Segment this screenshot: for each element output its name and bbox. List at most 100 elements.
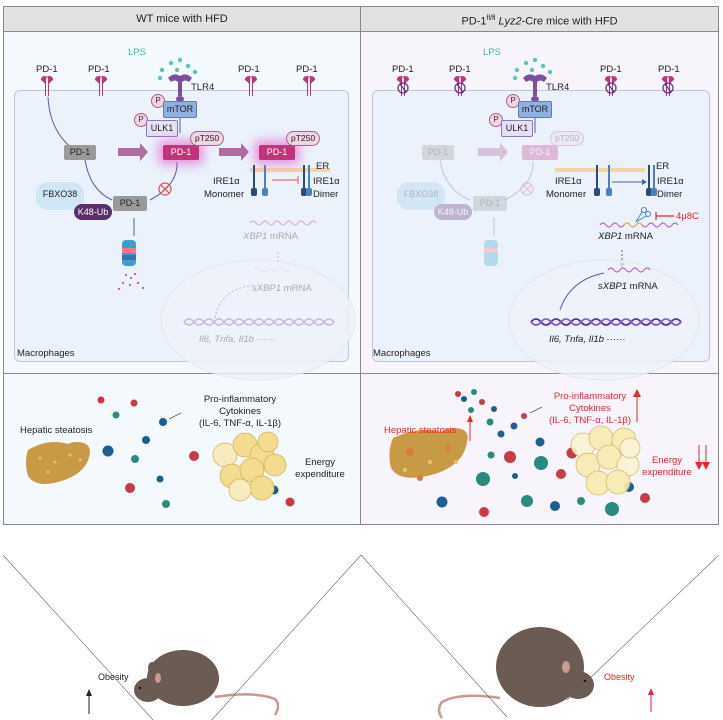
increase-arrow-icon [648, 688, 654, 695]
lps-label: LPS [128, 47, 146, 58]
xbp1-mrna-label: XBP1 mRNA [598, 231, 653, 242]
increase-arrow-icon [633, 389, 641, 397]
zoom-connector-lines [2, 554, 720, 720]
pd1-receptor-label: PD-1 [392, 64, 414, 75]
pd1-er-box: PD-1 [259, 145, 295, 160]
mtor-box: mTOR [163, 101, 197, 118]
k48-ub-shape: K48-Ub [434, 204, 472, 220]
phosphorylation-arrow-icon [118, 143, 148, 161]
dna-icon [530, 318, 682, 326]
monomer-label: Monomer [204, 189, 245, 200]
er-membrane [250, 168, 330, 172]
er-label: ER [656, 161, 670, 172]
ire1-monomer-label: IRE1α [555, 176, 582, 187]
sxbp1-mrna-label: sXBP1 mRNA [252, 283, 312, 294]
xbp1-mrna-icon [249, 220, 317, 226]
pd1-degradation-box: PD-1 [473, 196, 507, 211]
mtor-box: mTOR [518, 101, 552, 118]
tlr4-label: TLR4 [191, 82, 215, 93]
inactive-pd1-pathway [439, 143, 534, 266]
pd1-receptor-label: PD-1 [296, 64, 318, 75]
ire1-dimer-icon [301, 165, 312, 196]
adipose-tissue-icon [212, 431, 287, 502]
obesity-label: Obesity [604, 672, 635, 682]
ire1-dimer-label: IRE1α [657, 176, 684, 187]
liver-icon [389, 428, 468, 481]
pd1-receptor-label: PD-1 [36, 64, 58, 75]
wt-panel-title: WT mice with HFD [4, 7, 360, 32]
k48-ub-shape: K48-Ub [74, 204, 112, 220]
dna-icon [183, 318, 335, 326]
pd1-receptor-label: PD-1 [88, 64, 110, 75]
macrophages-label: Macrophages [17, 348, 75, 359]
pd1-degradation-box: PD-1 [113, 196, 147, 211]
pd1-knockout-receptor-icon [454, 76, 466, 96]
pd1-receptor-label: PD-1 [658, 64, 680, 75]
ire1-monomer-label: IRE1α [213, 176, 240, 187]
hepatic-steatosis-label: Hepatic steatosis [384, 425, 457, 436]
dimer-label: Dimer [657, 189, 683, 200]
macrophages-label: Macrophages [373, 348, 431, 359]
dimer-label: Dimer [313, 189, 339, 200]
pd1-receptor-icon [41, 76, 53, 96]
pd1-receptor-label: PD-1 [238, 64, 260, 75]
ire1-monomer-icon [594, 165, 612, 196]
pd1-phospho-box: PD-1 [163, 145, 199, 160]
er-translocation-arrow-icon [219, 143, 249, 161]
decrease-arrow-icon [702, 462, 710, 470]
lps-label: LPS [483, 47, 501, 58]
pd1-receptor-icon [303, 76, 315, 96]
target-genes-label: Il6, Tnfa, Il1b ······ [199, 334, 276, 345]
blocked-degradation-arrow [149, 161, 178, 201]
cytokines-label: Pro-inflammatory Cytokines (IL-6, TNF-α,… [548, 391, 632, 426]
fbxo38-shape: FBXO38 [397, 182, 445, 210]
pt250-badge: pT250 [286, 131, 321, 146]
scissors-icon [635, 207, 651, 223]
lps-particles-icon [157, 57, 198, 81]
pd1-cytoplasmic-box: PD-1 [64, 145, 96, 160]
energy-expenditure-label: Energy expenditure [642, 455, 692, 478]
degradation-arrow [84, 159, 113, 201]
pd1-receptor-label: PD-1 [449, 64, 471, 75]
proteasome-icon [484, 240, 498, 266]
ko-panel-title: PD-1fl/fl Lyz2-Cre mice with HFD [361, 7, 718, 32]
increase-arrow-icon [86, 689, 92, 696]
ulk1-box: ULK1 [146, 120, 178, 137]
pd1-receptor-icon [95, 76, 107, 96]
pd1-receptor-icon [245, 76, 257, 96]
proteasome-icon [118, 240, 144, 290]
xbp1-mrna-label: XBP1 mRNA [243, 231, 298, 242]
cytokine-particles [436, 389, 650, 517]
pd1-knockout-receptor-icon [397, 76, 409, 96]
cytokines-label: Pro-inflammatory Cytokines (IL-6, TNF-α,… [198, 394, 282, 429]
blocked-icon [158, 182, 172, 196]
monomer-label: Monomer [546, 189, 587, 200]
er-label: ER [316, 161, 330, 172]
tlr4-label: TLR4 [546, 82, 570, 93]
4u8c-inhibitor-label: 4μ8C [676, 211, 699, 222]
pd1-phospho-box: PD-1 [522, 145, 558, 160]
phospho-ulk1-badge: P [134, 113, 148, 127]
pt250-badge: pT250 [550, 131, 585, 146]
sxbp1-mrna-label: sXBP1 mRNA [598, 281, 658, 292]
pd1-cytoplasmic-box: PD-1 [422, 145, 454, 160]
ire1-dimer-label: IRE1α [313, 176, 340, 187]
lps-particles-icon [512, 57, 553, 81]
mouse-icon [134, 650, 280, 716]
energy-expenditure-label: Energy expenditure [295, 457, 345, 480]
ulk1-box: ULK1 [501, 120, 533, 137]
pd1-knockout-receptor-icon [662, 76, 674, 96]
er-membrane [555, 168, 645, 172]
target-genes-label: Il6, Tnfa, Il1b ······ [549, 334, 626, 345]
tlr4-receptor-icon [168, 74, 192, 102]
blocked-icon [520, 182, 534, 196]
liver-icon [26, 442, 90, 484]
obesity-label: Obesity [98, 672, 129, 682]
hepatic-steatosis-label: Hepatic steatosis [20, 425, 93, 436]
mouse-icon [437, 627, 594, 719]
pd1-knockout-receptor-icon [605, 76, 617, 96]
decrease-arrow-icon [695, 462, 703, 470]
